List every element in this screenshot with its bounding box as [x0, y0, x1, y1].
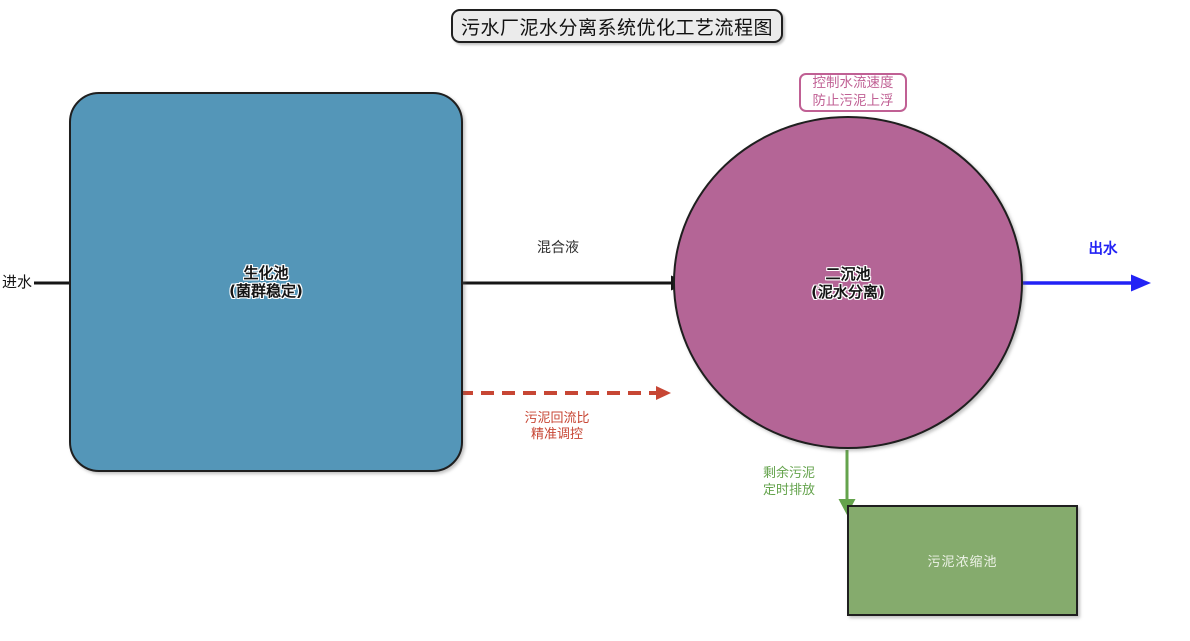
effluent-label: 出水: [1088, 241, 1118, 258]
clarifier-note-line1: 控制水流速度: [812, 74, 894, 91]
mixed-liquor-label: 混合液: [537, 240, 579, 256]
mixed-liquor-arrow: [463, 275, 689, 291]
clarifier-name: 二沉池: [825, 264, 871, 283]
sludge-return-line2: 精准调控: [530, 427, 584, 442]
clarifier-label: 二沉池 (泥水分离): [811, 265, 885, 301]
clarifier-note: 控制水流速度 防止污泥上浮: [799, 73, 907, 112]
sludge-return-line1: 污泥回流比: [524, 410, 590, 426]
excess-sludge-label: 剩余污泥 定时排放: [763, 466, 815, 500]
node-thickener: 污泥浓缩池: [847, 505, 1078, 616]
sludge-return-label: 污泥回流比 精准调控: [524, 411, 589, 444]
clarifier-note-line2: 防止污泥上浮: [812, 92, 894, 109]
sludge-return-arrow: [443, 386, 671, 400]
excess-sludge-line1: 剩余污泥: [762, 466, 816, 482]
diagram-title-text: 污水厂泥水分离系统优化工艺流程图: [460, 16, 773, 39]
node-clarifier: 二沉池 (泥水分离): [673, 116, 1023, 449]
bio-tank-label: 生化池 (菌群稳定): [229, 264, 303, 300]
node-bio-tank: 生化池 (菌群稳定): [69, 92, 463, 472]
influent-label: 进水: [2, 273, 33, 291]
excess-sludge-line2: 定时排放: [762, 483, 816, 498]
bio-tank-name: 生化池: [243, 264, 289, 282]
effluent-arrow: [1023, 274, 1151, 292]
clarifier-subtitle: (泥水分离): [811, 282, 885, 301]
thickener-label: 污泥浓缩池: [927, 555, 998, 570]
diagram-title: 污水厂泥水分离系统优化工艺流程图: [451, 9, 783, 43]
bio-tank-subtitle: (菌群稳定): [229, 282, 303, 300]
